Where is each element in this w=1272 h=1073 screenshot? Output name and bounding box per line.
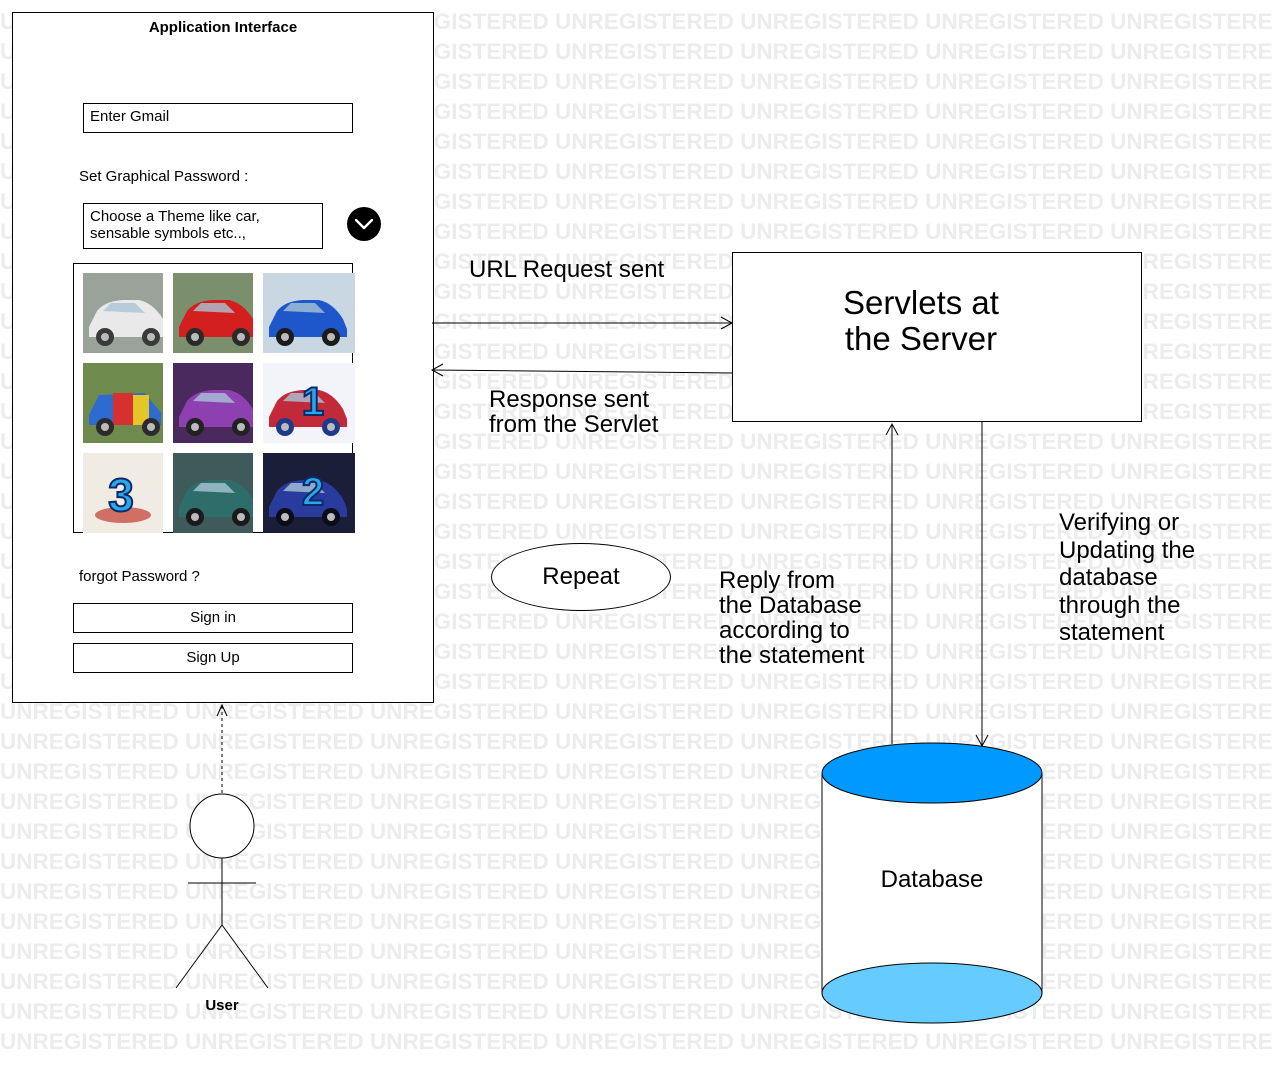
image-tile[interactable] [173, 273, 253, 353]
response-label: Response sent from the Servlet [489, 387, 658, 437]
theme-select-line-1: Choose a Theme like car, [90, 208, 260, 225]
server-label-line-1: Servlets at [843, 284, 999, 321]
reply-label-line: according to [719, 617, 850, 644]
sign-in-button[interactable]: Sign in [73, 603, 353, 633]
svg-text:3: 3 [108, 469, 134, 521]
image-tile[interactable]: 2 [263, 453, 355, 533]
car-icon [263, 273, 355, 353]
number-icon: 3 [83, 453, 163, 533]
graphical-password-label: Set Graphical Password : [79, 168, 249, 185]
repeat-ellipse: Repeat [491, 543, 671, 611]
svg-text:2: 2 [302, 470, 324, 514]
car-icon [173, 273, 253, 353]
server-box: Servlets at the Server [732, 252, 1142, 422]
theme-select[interactable]: Choose a Theme like car, sensable symbol… [83, 203, 323, 249]
theme-select-line-2: sensable symbols etc.., [90, 225, 246, 242]
verify-label-line: statement [1059, 619, 1165, 646]
database-top [821, 742, 1043, 804]
theme-dropdown-button[interactable] [347, 207, 381, 241]
server-label-line-2: the Server [844, 320, 998, 357]
response-arrow [430, 363, 733, 377]
forgot-password-link[interactable]: forgot Password ? [79, 568, 200, 585]
database-label: Database [880, 866, 984, 893]
url-request-label: URL Request sent [469, 256, 665, 283]
image-tile[interactable] [83, 273, 163, 353]
reply-label-line: Reply from [719, 567, 836, 594]
reply-label-line: the statement [719, 642, 865, 669]
database-cylinder [821, 742, 1043, 1024]
svg-text:1: 1 [302, 380, 324, 424]
url-request-arrow [432, 316, 734, 330]
image-tile[interactable]: 1 [263, 363, 355, 443]
db-update-arrow [975, 421, 989, 748]
image-tile[interactable] [83, 363, 163, 443]
image-tile[interactable] [173, 363, 253, 443]
car-icon: 2 [263, 453, 355, 533]
user-label: User [205, 997, 239, 1014]
app-title: Application Interface [148, 19, 298, 36]
car-icon [173, 363, 253, 443]
chevron-down-icon [354, 218, 374, 230]
verify-label-line: through the [1059, 591, 1181, 619]
verify-label-line: Updating the [1059, 536, 1196, 564]
image-tile[interactable] [173, 453, 253, 533]
car-icon [173, 453, 253, 533]
image-tile[interactable]: 3 [83, 453, 163, 533]
server-label: Servlets at the Server [733, 285, 1109, 357]
gmail-input[interactable]: Enter Gmail [83, 103, 353, 133]
database-bottom [821, 962, 1043, 1024]
db-reply-arrow [885, 422, 899, 744]
response-label-line-1: Response sent [489, 386, 650, 413]
car-icon: 1 [263, 363, 355, 443]
image-grid: 1 3 2 [73, 263, 355, 533]
user-actor [175, 703, 269, 989]
sign-up-button[interactable]: Sign Up [73, 643, 353, 673]
application-interface-frame: Application Interface Enter Gmail Set Gr… [12, 12, 434, 703]
verify-label-line: database [1059, 564, 1158, 591]
reply-label-line: the Database [719, 592, 862, 619]
image-tile[interactable] [263, 273, 355, 353]
response-label-line-2: from the Servlet [489, 411, 659, 438]
verify-label-line: Verifying or [1059, 509, 1180, 536]
reply-label: Reply from the Database according to the… [719, 568, 864, 668]
car-icon [83, 273, 163, 353]
verify-label: Verifying or Updating the database throu… [1059, 509, 1195, 647]
car-icon [83, 363, 163, 443]
